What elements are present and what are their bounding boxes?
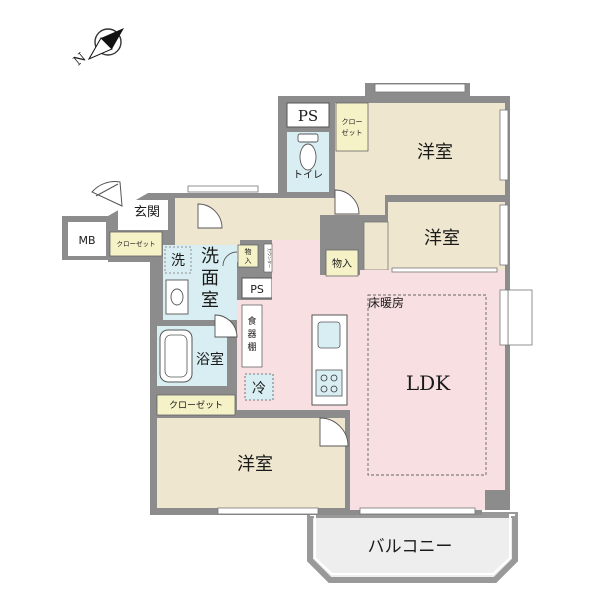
ps-mid-label: PS <box>250 283 264 296</box>
cupboard-label-3: 棚 <box>247 341 256 353</box>
counter <box>263 243 273 273</box>
balcony-label: バルコニー <box>368 537 453 557</box>
bedroom-sw <box>157 418 345 508</box>
door-swings <box>197 189 360 447</box>
toilet-icon <box>297 133 319 171</box>
toilet-label: トイレ <box>293 170 323 181</box>
bedroom-e-label: 洋室 <box>424 228 460 249</box>
sink-icon <box>165 279 189 315</box>
closet-ne <box>335 102 369 152</box>
storage-hall <box>325 249 359 277</box>
entrance-floor <box>118 200 168 230</box>
storage-small-label-1: 物 <box>245 247 252 256</box>
mb-label: MB <box>78 234 95 247</box>
cupboard-label-2: 器 <box>247 329 256 340</box>
ldk-label: LDK <box>406 371 451 395</box>
entry-door <box>91 181 123 207</box>
bedroom-ne-label: 洋室 <box>417 142 453 163</box>
closet-entry <box>109 231 163 257</box>
fridge-space <box>244 373 274 401</box>
bedroom-sw-label: 洋室 <box>237 454 273 475</box>
washroom-label-1: 洗 <box>201 246 219 267</box>
washing-machine-label: 洗 <box>171 253 185 269</box>
storage-hall-label: 物入 <box>332 257 352 270</box>
kitchen-sink-icon <box>317 321 341 349</box>
stove-icon <box>315 369 343 397</box>
bath-label: 浴室 <box>196 351 224 368</box>
closet-entry-label: クローゼット <box>117 239 156 248</box>
bedroom-e <box>388 202 505 270</box>
floor-heating-zone <box>367 294 487 476</box>
ps-top-box <box>286 102 330 128</box>
north-label: N <box>71 50 89 69</box>
entrance-label: 玄関 <box>134 205 160 220</box>
ps-top-label: PS <box>298 107 318 125</box>
closet-ne-label-2: ゼット <box>342 128 363 137</box>
fridge-label: 冷 <box>252 381 266 397</box>
cupboard-label-1: 食 <box>247 315 256 327</box>
closet-sw <box>156 394 236 416</box>
bedroom-ne <box>335 103 505 215</box>
mb-box <box>68 222 106 256</box>
north-arrow-icon: N <box>71 28 124 69</box>
storage-small <box>237 244 259 268</box>
cupboard <box>241 304 263 368</box>
ldk-room <box>237 240 505 510</box>
closet-ne-label-1: クロー <box>342 118 363 126</box>
washing-machine-space <box>164 246 192 274</box>
closet-sw-label: クローゼット <box>169 399 223 411</box>
bathtub-icon <box>159 329 193 383</box>
kitchen-counter <box>311 314 348 406</box>
washroom-label-2: 面 <box>201 268 219 289</box>
washroom-label-3: 室 <box>201 290 219 311</box>
storage-small-label-2: 入 <box>245 257 252 265</box>
floor-heating-label: 床暖房 <box>368 295 404 310</box>
counter-label: カウンター <box>267 248 273 268</box>
windows <box>187 83 533 515</box>
